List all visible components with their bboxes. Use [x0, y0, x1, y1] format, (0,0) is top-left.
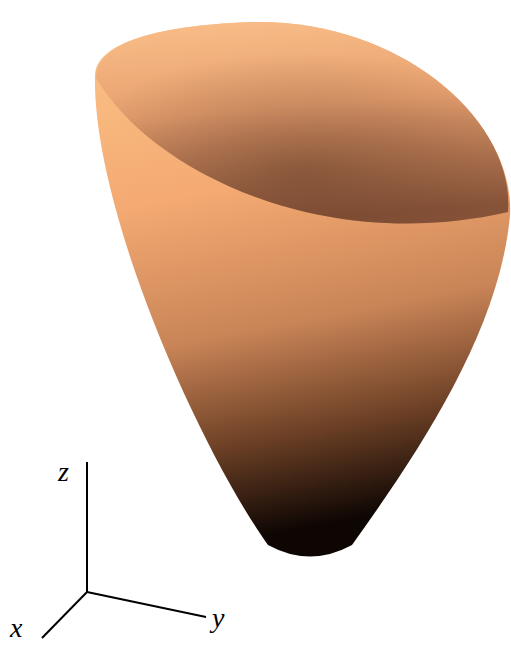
y-axis: [87, 592, 206, 617]
axis-label: y: [212, 604, 224, 632]
axes: [42, 462, 206, 638]
axis-label: x: [10, 614, 22, 642]
z-axis: [86, 462, 88, 592]
axis-label: z: [58, 458, 69, 486]
x-axis: [42, 592, 87, 638]
paraboloid-opening-shade: [96, 22, 508, 224]
paraboloid-outer-surface: [95, 22, 510, 557]
paraboloid-opening: [96, 22, 508, 224]
